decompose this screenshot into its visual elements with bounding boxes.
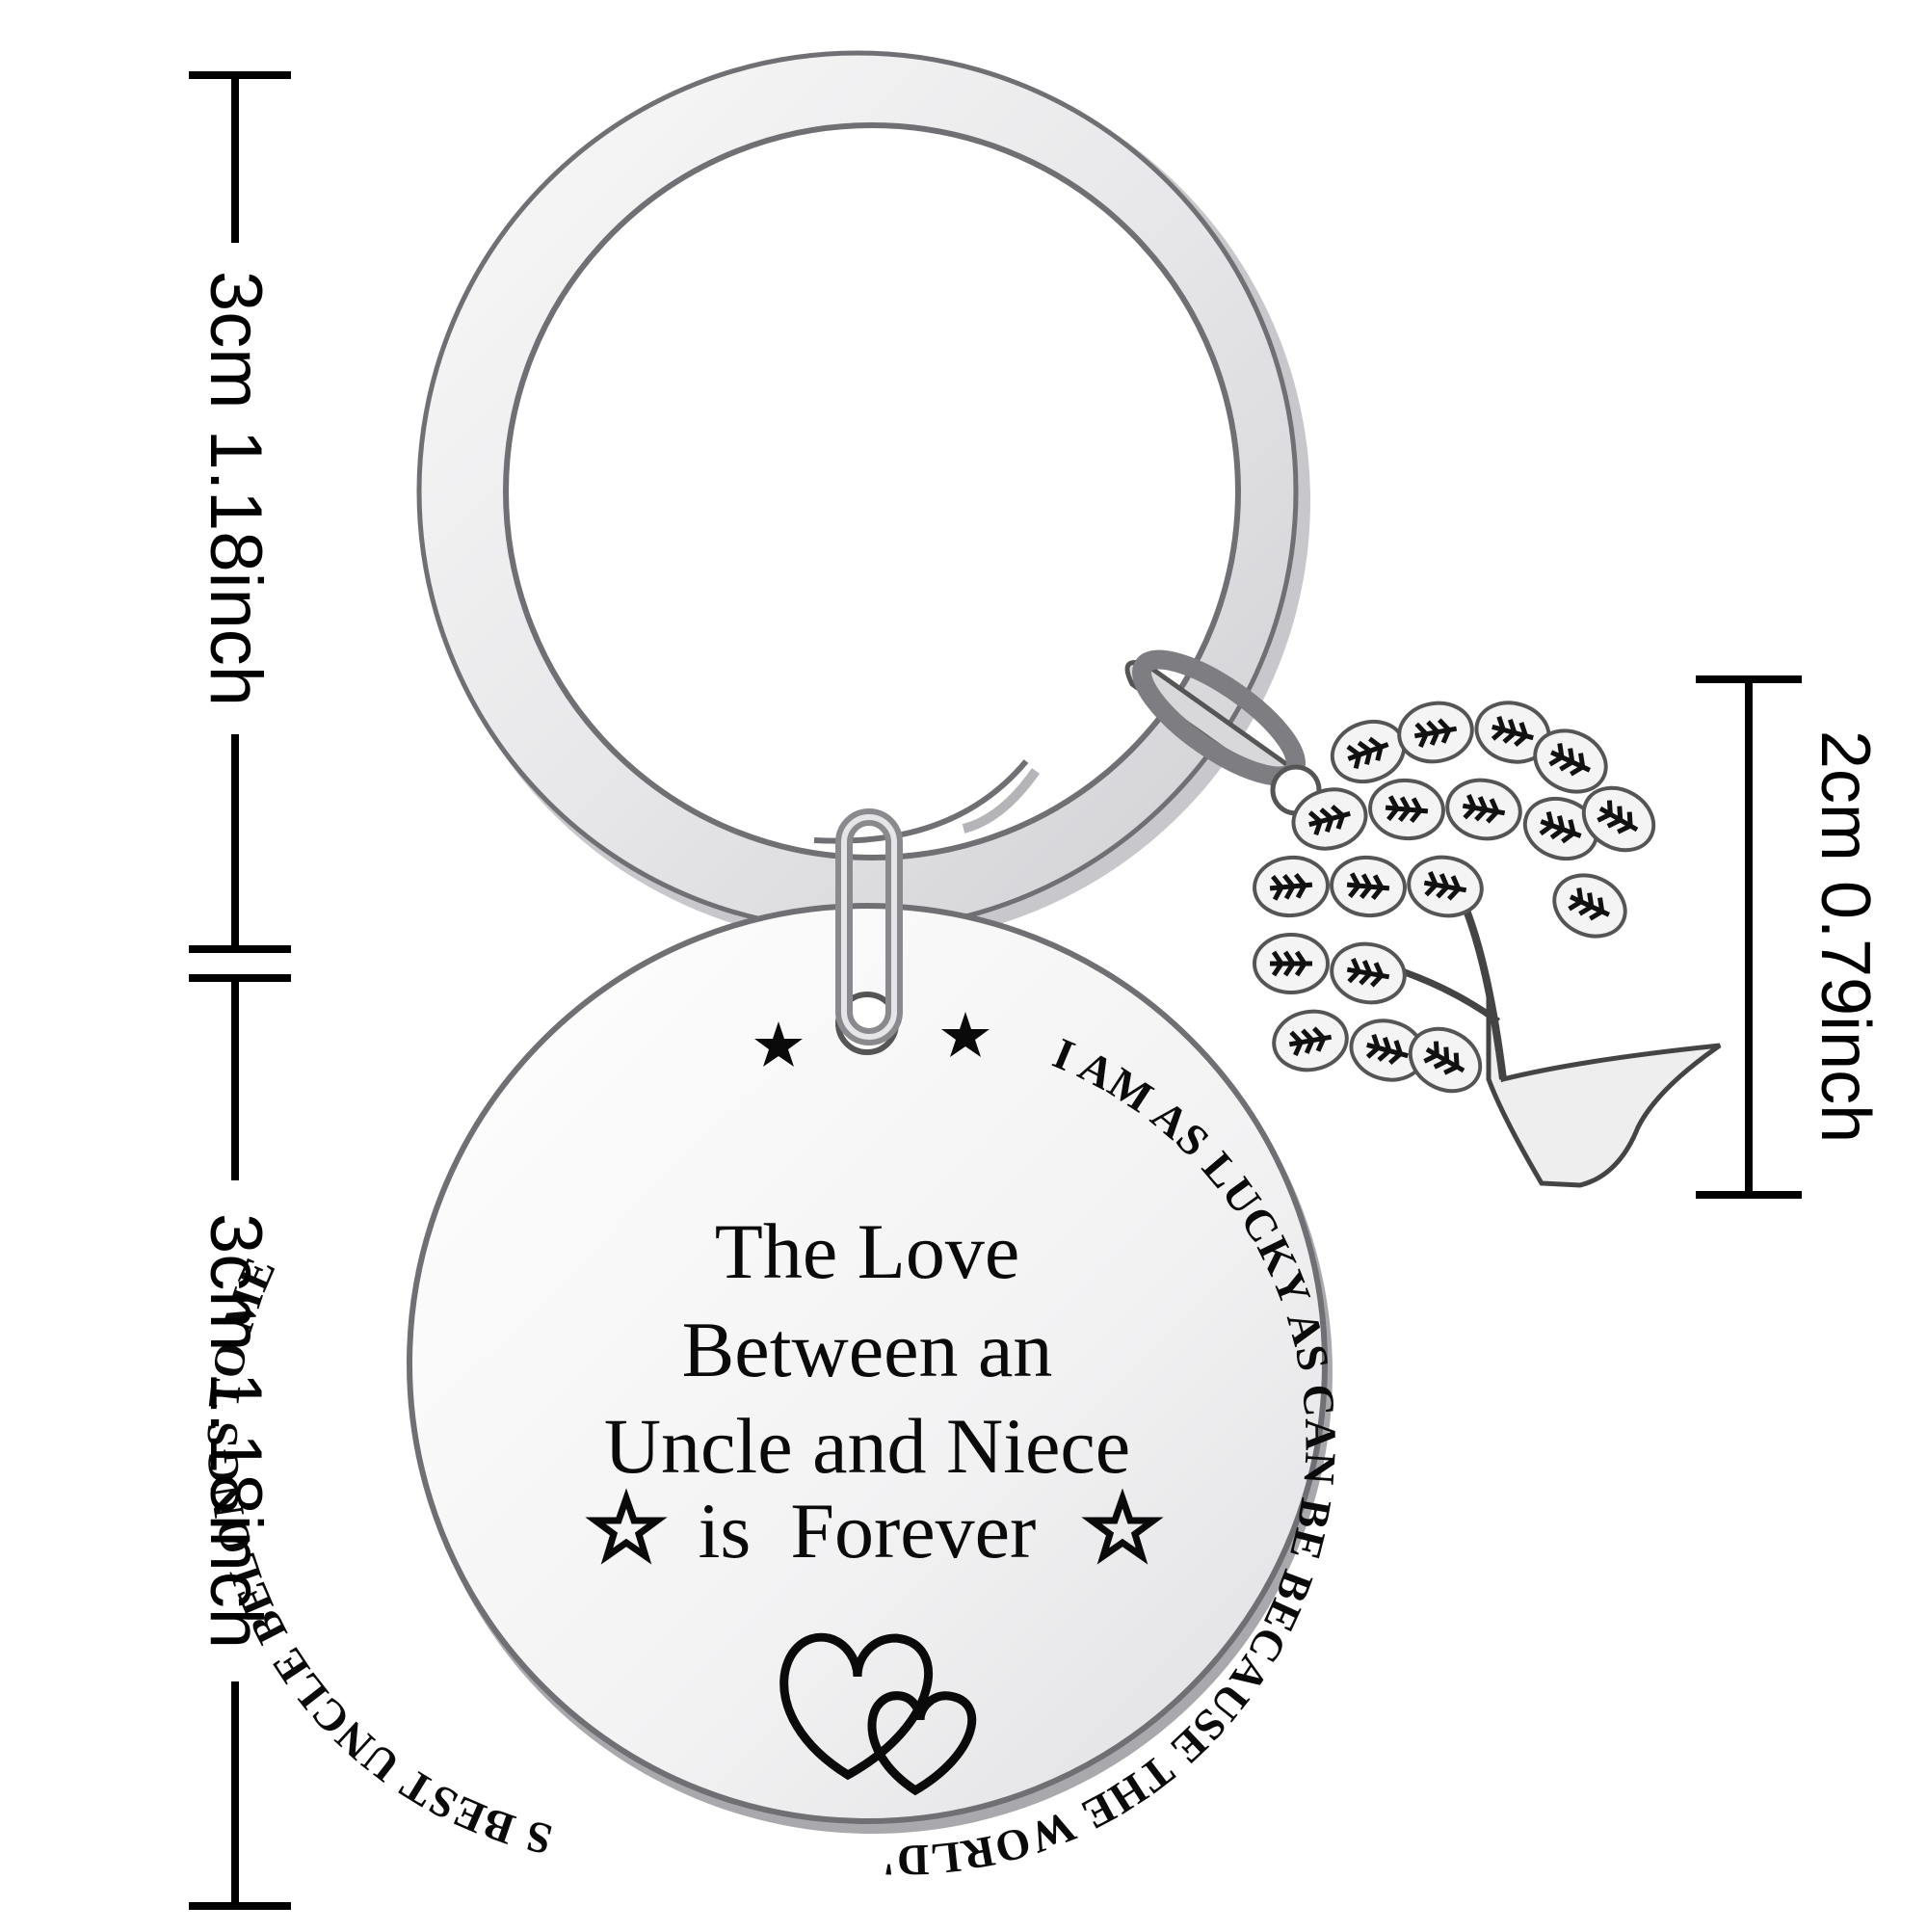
tag-jump-ring — [835, 808, 903, 1045]
star-icon — [754, 1021, 803, 1067]
tag-line-4: is Forever — [698, 1487, 1037, 1575]
tag-line-3: Uncle and Niece — [603, 1402, 1131, 1490]
tree-icon — [1253, 695, 1722, 1188]
tag-line-2: Between an — [681, 1306, 1053, 1393]
charm-dimension-line — [1696, 675, 1802, 1199]
star-icon — [941, 1012, 990, 1057]
heart-icon — [779, 1632, 976, 1796]
round-tag — [407, 903, 1333, 1834]
tag-line-1: The Love — [714, 1207, 1020, 1295]
ring-dimension-label: 3cm 1.18inch — [195, 270, 277, 707]
tag-dimension-line — [189, 974, 291, 1910]
split-key-ring — [416, 50, 1310, 944]
star-icon — [585, 1488, 668, 1565]
charm-dimension-label: 2cm 0.79inch — [1807, 729, 1884, 1144]
star-icon — [1081, 1488, 1164, 1565]
ring-dimension-line — [189, 71, 291, 953]
tag-dimension-label: 3cm 1.18inch — [195, 1212, 277, 1650]
